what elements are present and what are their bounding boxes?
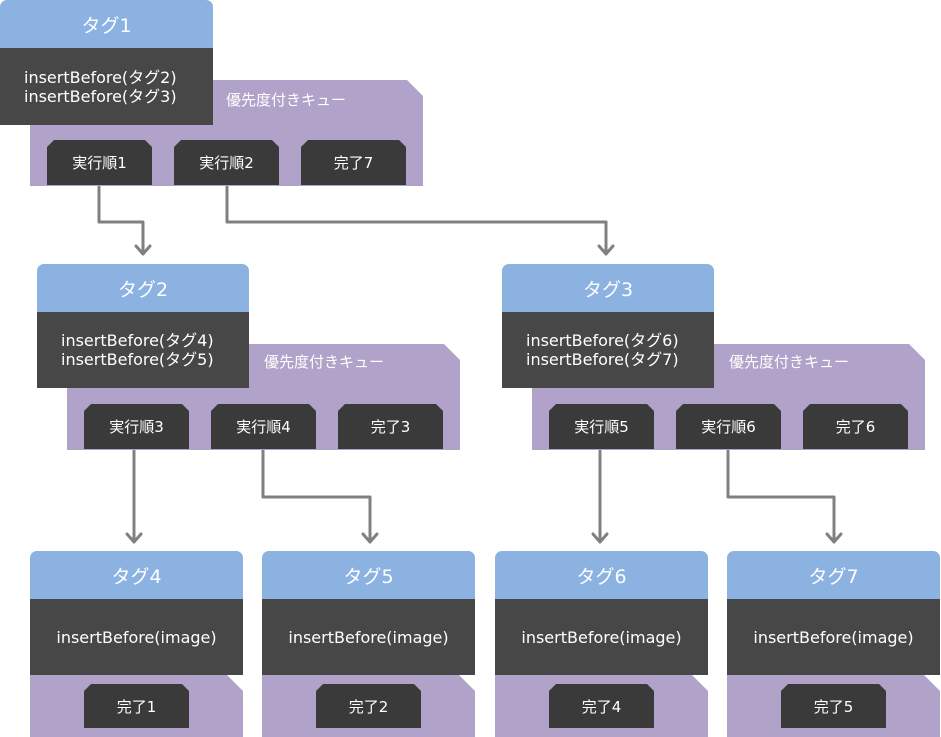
- tag1-line: insertBefore(タグ3): [24, 86, 177, 106]
- queue-item: 完了6: [803, 404, 908, 449]
- tag3-line: insertBefore(タグ7): [526, 350, 679, 369]
- tag1-header: タグ1: [0, 0, 213, 48]
- tag1-body: insertBefore(タグ2) insertBefore(タグ3): [0, 48, 213, 125]
- tag4-header: タグ4: [30, 551, 243, 599]
- tag4-body: insertBefore(image): [30, 599, 243, 675]
- arrow-q1-1-to-tag2: [97, 185, 145, 252]
- tag6-line: insertBefore(image): [521, 627, 682, 647]
- tag1-line: insertBefore(タグ2): [24, 67, 177, 87]
- arrowhead-tag6: [591, 532, 609, 544]
- tag3-line: insertBefore(タグ6): [526, 331, 679, 350]
- queue-item: 完了2: [316, 684, 421, 728]
- priority-queue-label: 優先度付きキュー: [226, 90, 347, 109]
- tag5-header: タグ5: [262, 551, 475, 599]
- queue-item: 完了7: [301, 140, 406, 185]
- priority-queue-label: 優先度付きキュー: [264, 352, 385, 371]
- tag2-body: insertBefore(タグ4) insertBefore(タグ5): [37, 312, 249, 388]
- tag7-line: insertBefore(image): [753, 627, 914, 647]
- queue-item: 完了5: [781, 684, 886, 728]
- arrowhead-tag3: [597, 244, 615, 256]
- priority-queue-label: 優先度付きキュー: [729, 352, 850, 371]
- arrowhead-tag7: [825, 532, 843, 544]
- arrowhead-tag2: [134, 244, 152, 256]
- tag3-header: タグ3: [502, 264, 714, 312]
- queue-item: 実行順5: [549, 404, 654, 449]
- tag6-header: タグ6: [495, 551, 708, 599]
- tag2-line: insertBefore(タグ4): [61, 331, 214, 350]
- arrow-q1-2-to-tag3: [225, 185, 608, 252]
- arrow-q2-4-to-tag5: [261, 450, 372, 540]
- queue-item: 実行順4: [211, 404, 316, 449]
- arrowhead-tag5: [361, 532, 379, 544]
- queue-item: 実行順1: [47, 140, 152, 185]
- tag7-body: insertBefore(image): [727, 599, 940, 675]
- queue-item: 完了3: [338, 404, 443, 449]
- tag6-body: insertBefore(image): [495, 599, 708, 675]
- arrow-q3-6-to-tag7: [726, 450, 836, 540]
- queue-item: 実行順3: [84, 404, 189, 449]
- queue-item: 実行順2: [174, 140, 279, 185]
- tag4-line: insertBefore(image): [56, 627, 217, 647]
- tag5-body: insertBefore(image): [262, 599, 475, 675]
- arrowhead-tag4: [125, 532, 143, 544]
- tag5-line: insertBefore(image): [288, 627, 449, 647]
- tag2-header: タグ2: [37, 264, 249, 312]
- queue-item: 完了1: [84, 684, 189, 728]
- tag3-body: insertBefore(タグ6) insertBefore(タグ7): [502, 312, 714, 388]
- queue-item: 完了4: [549, 684, 654, 728]
- queue-item: 実行順6: [676, 404, 781, 449]
- tag7-header: タグ7: [727, 551, 940, 599]
- tag2-line: insertBefore(タグ5): [61, 350, 214, 369]
